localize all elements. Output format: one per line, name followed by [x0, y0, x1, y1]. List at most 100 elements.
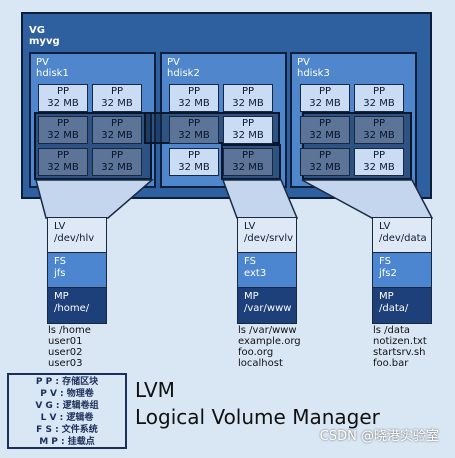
fs-cell-value: jfs — [54, 268, 66, 279]
pp-label-line2: 32 MB — [178, 162, 210, 173]
file-list-command: ls /data — [373, 325, 411, 336]
file-list-item: user02 — [48, 347, 83, 358]
pp-label-line2: 32 MB — [309, 130, 341, 141]
mp-cell-value: /data/ — [379, 303, 409, 314]
lv-cell-value: /dev/data — [379, 233, 427, 244]
pp-label-line2: 32 MB — [101, 130, 133, 141]
diagram-title-short: LVM — [135, 378, 175, 402]
vg-label-line1: VG — [29, 25, 45, 36]
lv-cell: LV/dev/srvlv — [238, 218, 296, 253]
fs-cell-title: FS — [54, 256, 66, 267]
pp-label-line1: PP — [56, 86, 70, 97]
file-list-www: ls /var/www example.org foo.org localhos… — [238, 325, 301, 369]
funnel-data — [301, 179, 434, 219]
pp-label-line2: 32 MB — [363, 98, 395, 109]
file-list-item: example.org — [238, 336, 301, 347]
legend-item: P V : 物理卷 — [40, 389, 94, 399]
lv-cell-value: /dev/srvlv — [244, 233, 294, 244]
pp-label-line2: 32 MB — [47, 130, 79, 141]
pp-label-line1: PP — [318, 86, 332, 97]
pp-label-line2: 32 MB — [232, 130, 264, 141]
pv-label-line2: hdisk2 — [167, 68, 200, 79]
mp-cell-title: MP — [244, 291, 259, 302]
pp-label-line1: PP — [187, 118, 201, 129]
file-list-item: foo.bar — [373, 358, 409, 369]
file-list-item: foo.org — [238, 347, 274, 358]
file-list-command: ls /home — [48, 325, 91, 336]
legend-item: L V : 逻辑卷 — [40, 413, 94, 423]
pp-label-line2: 32 MB — [101, 98, 133, 109]
pp-label-line1: PP — [372, 118, 386, 129]
legend-item: P P : 存储区块 — [35, 377, 99, 387]
pp-label-line1: PP — [110, 86, 124, 97]
file-list-item: user03 — [48, 358, 83, 369]
pp-label-line2: 32 MB — [363, 130, 395, 141]
pp-label-line2: 32 MB — [178, 98, 210, 109]
legend-item: F S : 文件系统 — [36, 425, 98, 435]
pp-label-line2: 32 MB — [309, 98, 341, 109]
vg-label: VG myvg — [29, 25, 60, 47]
lv-cell-title: LV — [244, 221, 256, 232]
lv-cell-title: LV — [379, 221, 391, 232]
pv-label-line2: hdisk3 — [297, 68, 330, 79]
pv-label-line1: PV — [36, 57, 49, 68]
pp-label-line1: PP — [372, 86, 386, 97]
pp-label-line1: PP — [318, 118, 332, 129]
pp-label-line1: PP — [110, 150, 124, 161]
fs-cell-value: jfs2 — [379, 268, 397, 279]
vg-label-line2: myvg — [29, 36, 60, 47]
mp-cell: MP/var/www — [238, 288, 296, 323]
pp-label-line2: 32 MB — [178, 130, 210, 141]
funnel-srvlv — [221, 179, 299, 219]
pp-label-line2: 32 MB — [232, 98, 264, 109]
funnel-hlv — [35, 179, 155, 219]
file-list-command: ls /var/www — [238, 325, 297, 336]
pv-label-line2: hdisk1 — [36, 68, 69, 79]
legend-item: M P : 挂载点 — [39, 437, 95, 447]
pp-label-line1: PP — [372, 150, 386, 161]
lv-cell-value: /dev/hlv — [54, 233, 95, 244]
mp-cell-value: /var/www — [244, 303, 292, 314]
pp-label-line1: PP — [187, 150, 201, 161]
lv-cell: LV/dev/data — [373, 218, 431, 253]
pp-label-line2: 32 MB — [309, 162, 341, 173]
pp-label-line1: PP — [56, 150, 70, 161]
file-list-item: user01 — [48, 336, 83, 347]
file-list-item: notizen.txt — [373, 336, 427, 347]
pv-label-line1: PV — [297, 57, 310, 68]
file-list-item: startsrv.sh — [373, 347, 426, 358]
watermark-credit: CSDN @晓港实验室 — [319, 429, 439, 444]
pp-label-line1: PP — [110, 118, 124, 129]
mp-cell: MP/home/ — [48, 288, 106, 323]
pp-label-line1: PP — [241, 118, 255, 129]
fs-cell-title: FS — [244, 256, 256, 267]
pp-label-line1: PP — [318, 150, 332, 161]
pv-hdisk2-label: PV hdisk2 — [167, 57, 200, 79]
mp-cell-title: MP — [379, 291, 394, 302]
pp-label-line1: PP — [241, 150, 255, 161]
file-list-data: ls /data notizen.txt startsrv.sh foo.bar — [373, 325, 427, 369]
pv-hdisk3-label: PV hdisk3 — [297, 57, 330, 79]
pp-label-line1: PP — [56, 118, 70, 129]
